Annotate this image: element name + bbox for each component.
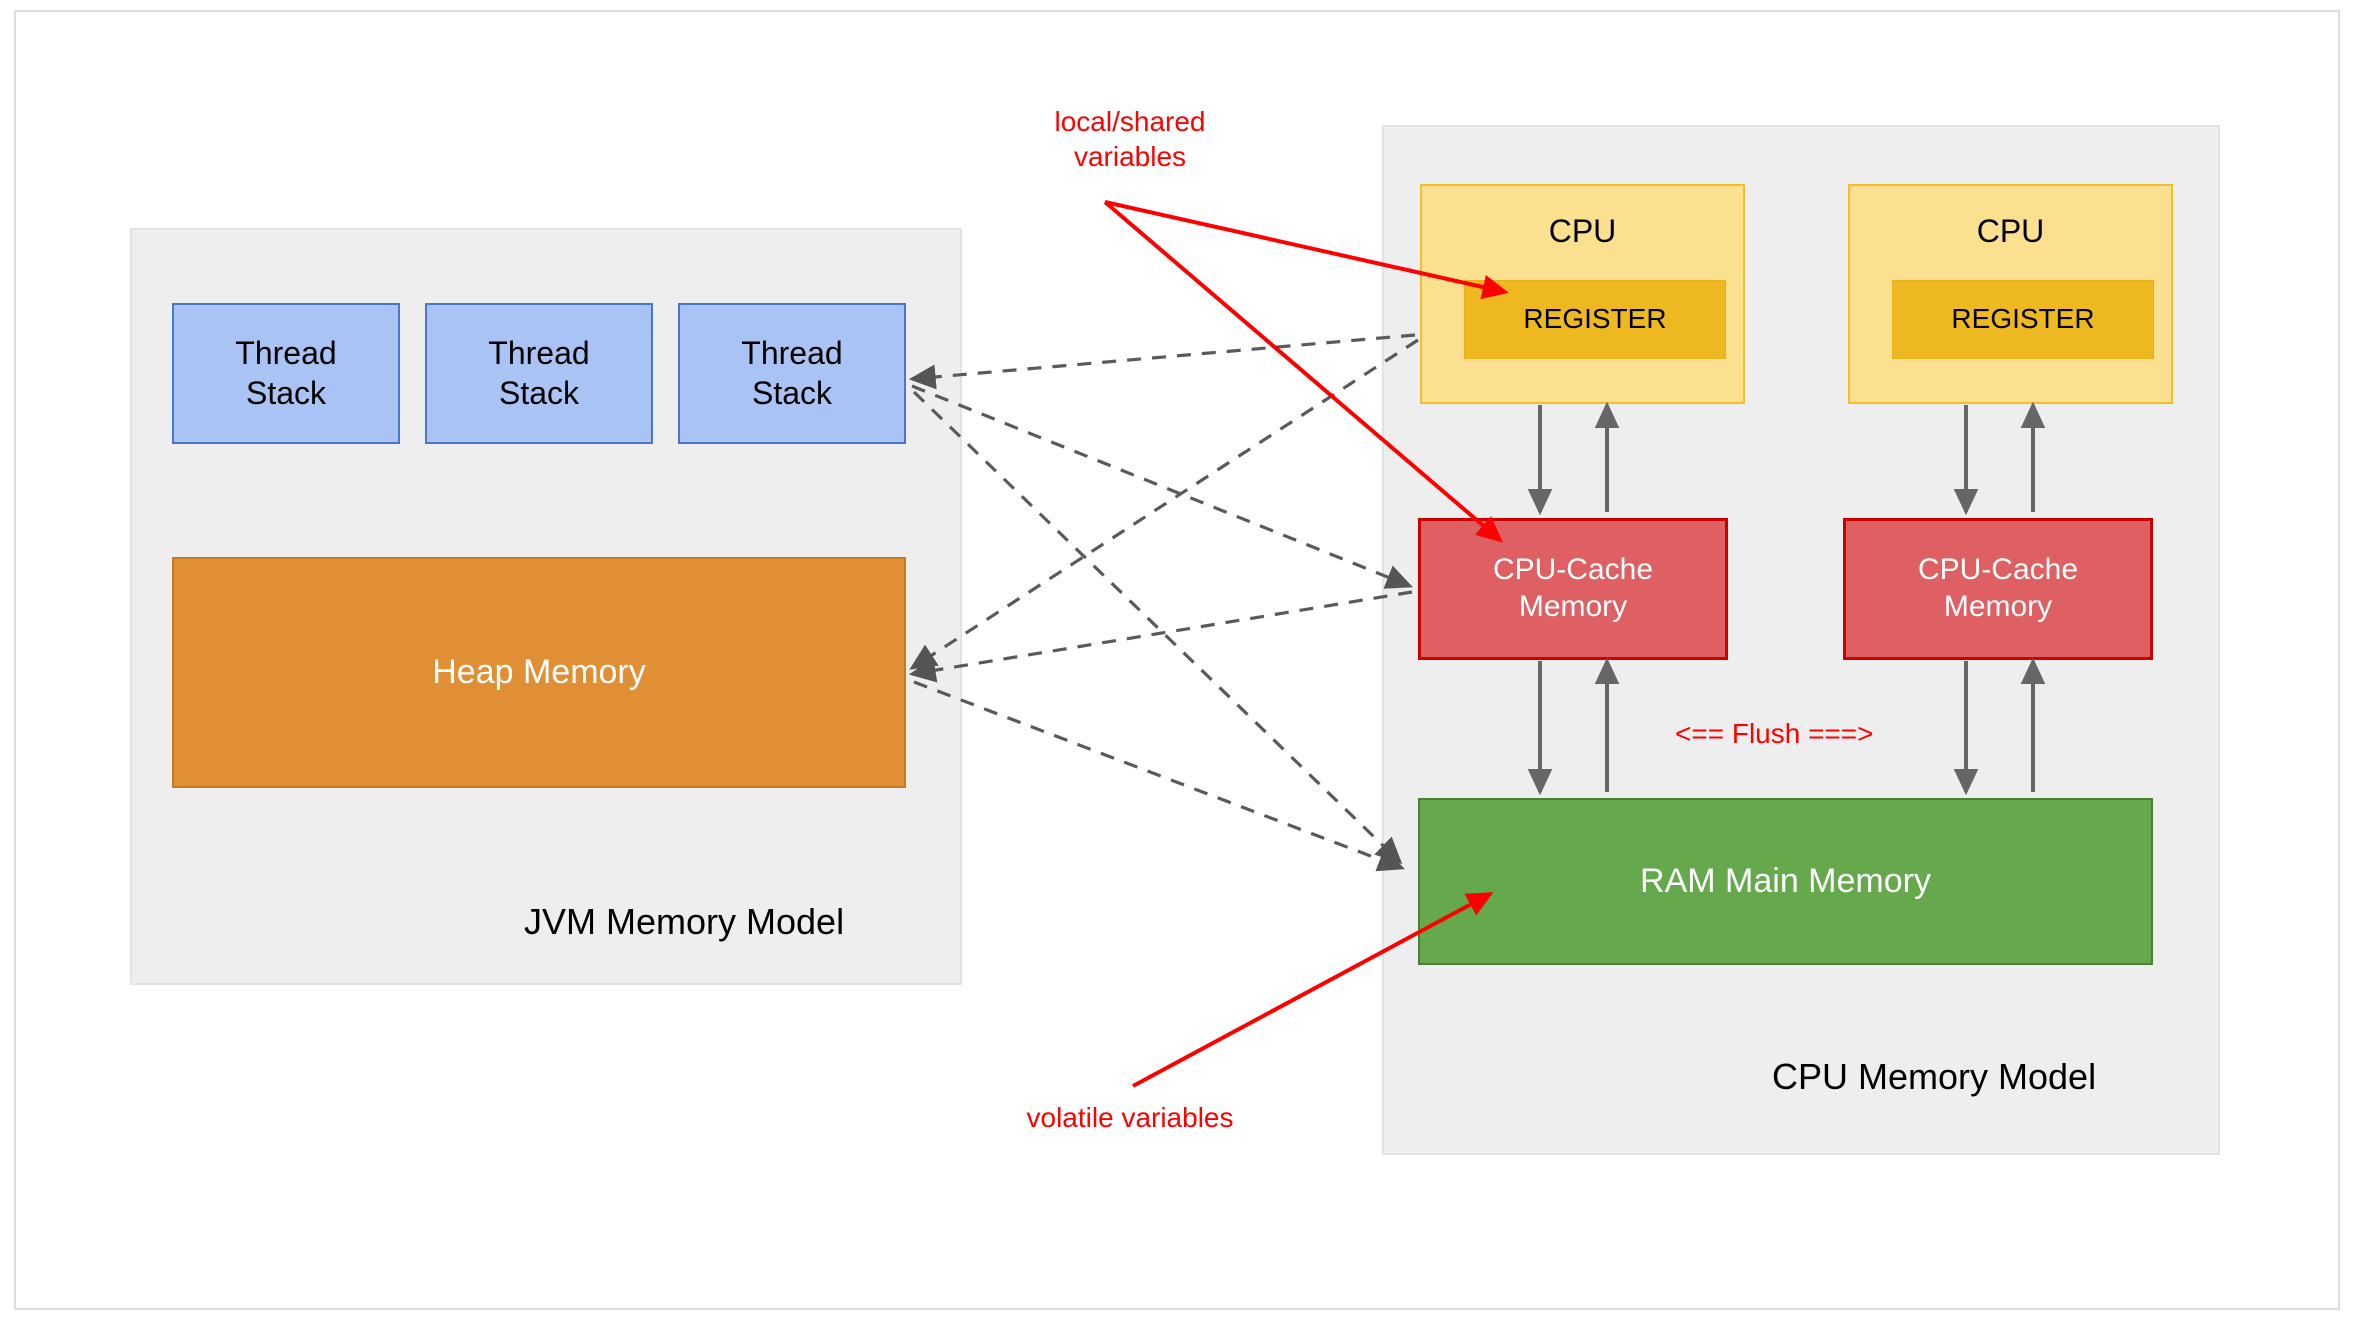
heap-memory-box[interactable]: Heap Memory [172, 557, 906, 788]
ram-main-memory-box[interactable]: RAM Main Memory [1418, 798, 2153, 965]
cpu-box-2-label: CPU [1976, 213, 2045, 249]
thread-stack-box-3[interactable]: Thread Stack [678, 303, 906, 444]
cpu-panel-title: CPU Memory Model [1772, 1056, 2097, 1097]
register-box-1[interactable]: REGISTER [1464, 280, 1726, 359]
jvm-panel-title: JVM Memory Model [524, 901, 845, 942]
cpu-box-2[interactable]: CPU REGISTER [1848, 184, 2173, 404]
cpu-box-1[interactable]: CPU REGISTER [1420, 184, 1745, 404]
cpu-cache-memory-box-2[interactable]: CPU-Cache Memory [1843, 518, 2153, 660]
cpu-cache-memory-box-1[interactable]: CPU-Cache Memory [1418, 518, 1728, 660]
volatile-variables-annotation: volatile variables [1026, 1102, 1234, 1133]
thread-stack-box-2[interactable]: Thread Stack [425, 303, 653, 444]
local-shared-variables-annotation: local/shared variables [1054, 106, 1206, 172]
thread-stack-box-1[interactable]: Thread Stack [172, 303, 400, 444]
flush-label: <== Flush ===> [1675, 718, 1874, 749]
register-box-2[interactable]: REGISTER [1892, 280, 2154, 359]
cpu-box-1-label: CPU [1548, 213, 1617, 249]
